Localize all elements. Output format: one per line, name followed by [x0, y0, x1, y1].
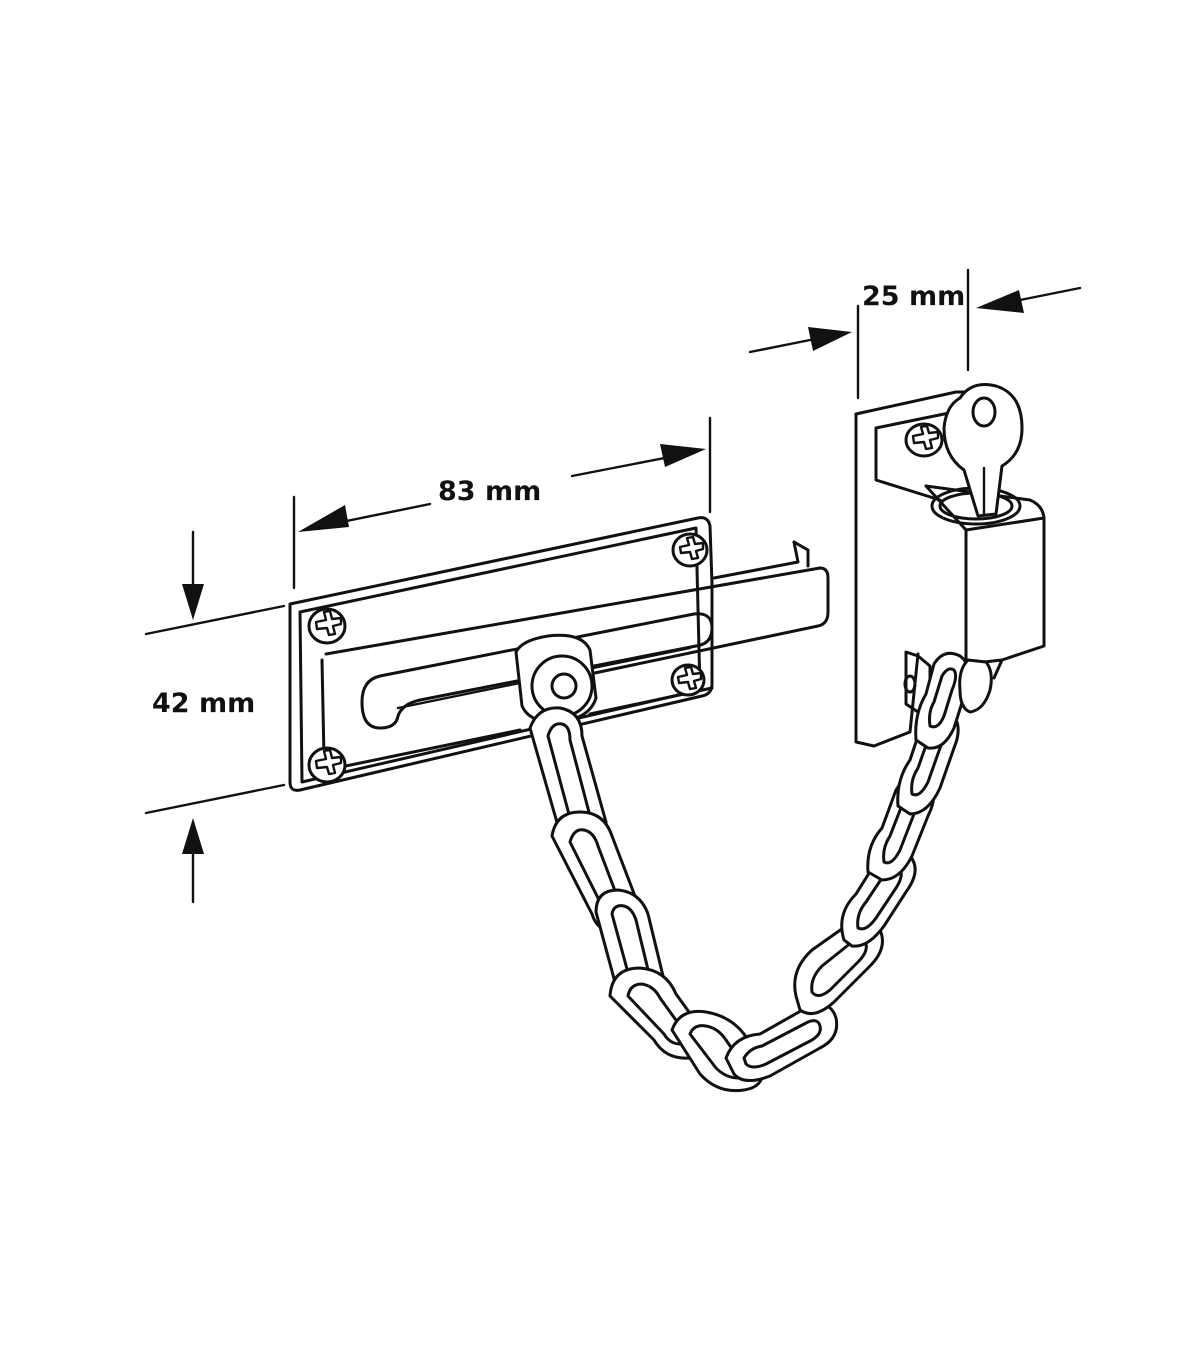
screw-top-right [671, 532, 709, 568]
height-arrowhead-bottom [182, 818, 204, 854]
screw-top-left [307, 607, 347, 645]
chain [514, 633, 993, 1093]
chain-link [724, 1003, 839, 1082]
key-icon [942, 383, 1024, 518]
depth-arrow-line-right [1008, 286, 1082, 304]
depth-arrow-line-left [748, 336, 822, 354]
height-label: 42 mm [152, 688, 256, 719]
width-arrow-line-right [570, 453, 682, 478]
width-label: 83 mm [438, 476, 542, 507]
width-arrowhead-right [660, 444, 706, 467]
height-extension-bottom [144, 783, 286, 815]
height-extension-top [144, 604, 286, 636]
depth-dimension [748, 268, 1082, 400]
depth-label: 25 mm [862, 281, 966, 312]
depth-arrowhead-left [808, 327, 852, 351]
width-dimension [292, 416, 712, 590]
lock-housing [854, 383, 1046, 748]
height-dimension [144, 530, 286, 904]
screw-bottom-left [307, 746, 347, 784]
slide-knob [514, 633, 598, 724]
chain-link [958, 658, 993, 714]
height-arrowhead-top [182, 584, 204, 620]
depth-arrowhead-right [976, 290, 1024, 313]
width-arrowhead-left [298, 505, 349, 532]
screw-bottom-right [670, 663, 706, 697]
